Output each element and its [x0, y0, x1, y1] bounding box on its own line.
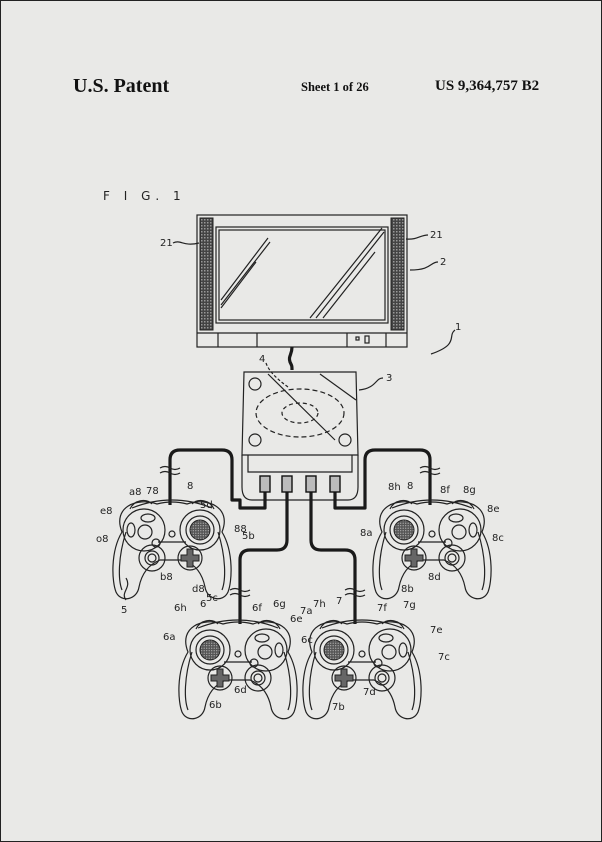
reference-label: 6a [163, 632, 176, 643]
game-console [241, 371, 359, 501]
reference-label: 88 [234, 524, 247, 535]
sheet-number: Sheet 1 of 26 [301, 80, 369, 94]
reference-label: 6b [209, 700, 222, 711]
figure-title: F I G. 1 [103, 189, 186, 203]
reference-label: 7h [313, 599, 326, 610]
reference-label: 5c [206, 593, 218, 604]
reference-label: 5b [242, 531, 255, 542]
reference-label: 6 [200, 599, 206, 610]
controller-8 [372, 499, 492, 600]
reference-label: b8 [160, 572, 173, 583]
reference-label: 8f [440, 485, 450, 496]
reference-label: o8 [96, 534, 108, 545]
reference-label: 7e [430, 625, 443, 636]
reference-label: 6h [174, 603, 187, 614]
controller-6 [178, 619, 298, 720]
reference-label: e8 [100, 506, 113, 517]
reference-label: 21 [160, 238, 173, 249]
reference-label: 2 [440, 257, 446, 268]
reference-label: 3 [386, 373, 392, 384]
reference-label: 7c [438, 652, 450, 663]
reference-label: a8 [129, 487, 142, 498]
reference-label: 8a [360, 528, 373, 539]
reference-label: 5 [121, 605, 127, 616]
reference-label: 6e [290, 614, 303, 625]
patent-header-left: U.S. Patent [73, 75, 170, 97]
controller-7 [302, 619, 422, 720]
reference-label: 8g [463, 485, 476, 496]
reference-label: 6d [234, 685, 247, 696]
reference-label: 78 [146, 486, 159, 497]
reference-label: 7a [300, 606, 313, 617]
left-speaker [199, 217, 214, 331]
reference-label: 6c [301, 635, 313, 646]
reference-label: 8 [407, 481, 413, 492]
reference-label: 1 [455, 322, 461, 333]
patent-number: US 9,364,757 B2 [435, 78, 540, 94]
television [196, 214, 408, 348]
controller-ports [259, 475, 341, 493]
tv-screen [215, 226, 389, 324]
reference-label: 4 [259, 354, 265, 365]
reference-label: 7g [403, 600, 416, 611]
reference-label: 6g [273, 599, 286, 610]
reference-label: 7 [336, 596, 342, 607]
reference-label: 8d [428, 572, 441, 583]
leader-lines [123, 234, 456, 601]
reference-label: 8e [487, 504, 500, 515]
reference-label: 6f [252, 603, 262, 614]
reference-label: 8b [401, 584, 414, 595]
right-speaker [390, 217, 405, 331]
reference-label: 7d [363, 687, 376, 698]
reference-label: 7b [332, 702, 345, 713]
reference-label: 8 [187, 481, 193, 492]
controller-5 [112, 499, 232, 600]
controller-cables [159, 448, 441, 624]
reference-label: 5d [200, 500, 213, 511]
reference-label: d8 [192, 584, 205, 595]
reference-label: 8c [492, 533, 504, 544]
reference-label: 7f [377, 603, 387, 614]
reference-label: 21 [430, 230, 443, 241]
reference-label: 8h [388, 482, 401, 493]
